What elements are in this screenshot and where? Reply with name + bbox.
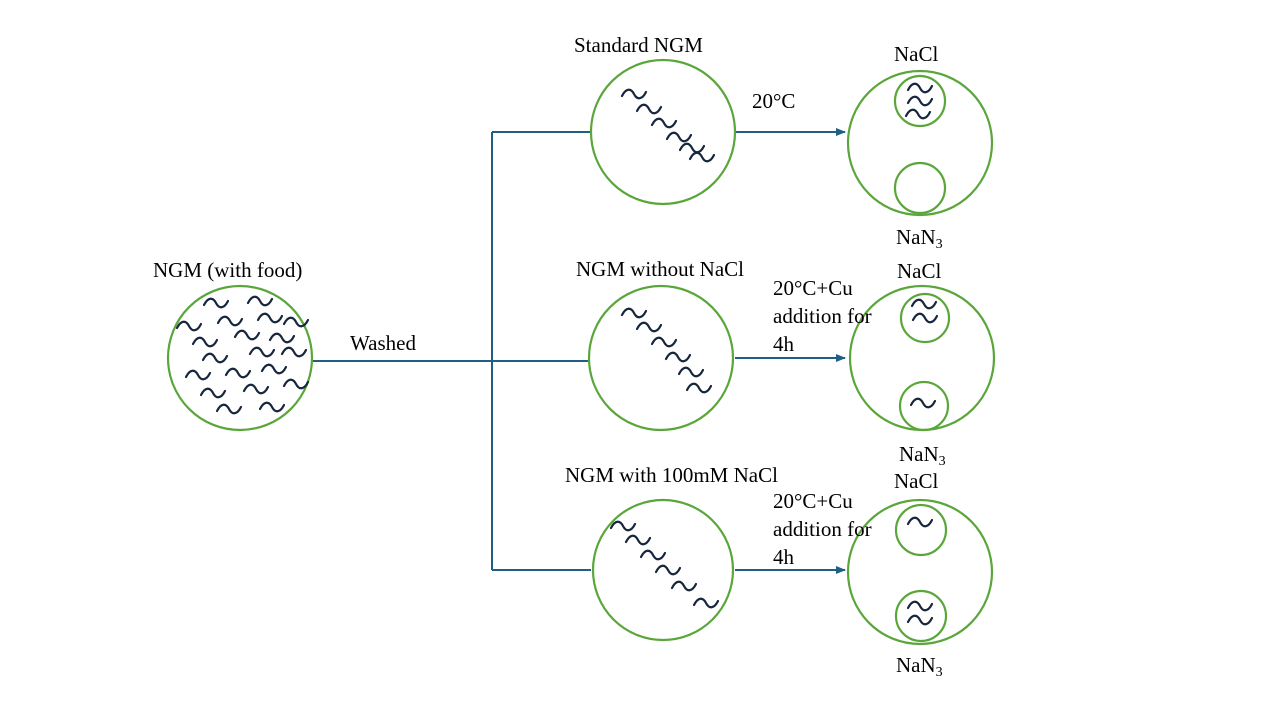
assay-plate-3-nacl-label: NaCl: [894, 469, 939, 493]
branch-plate-2-worms: [620, 307, 713, 394]
condition-label-3: 20°C+Cu addition for 4h: [773, 489, 872, 569]
assay-plate-1: [846, 69, 994, 217]
source-plate: [166, 284, 314, 432]
assay-plate-3-nan3-label: NaN3: [896, 651, 943, 680]
source-plate-worms: [175, 295, 310, 415]
connector-lines: [312, 128, 846, 574]
branch-plate-1-label: Standard NGM: [574, 33, 703, 57]
assay-plate-3: [846, 498, 994, 646]
assay-plate-1-nan3-spot: [893, 161, 947, 215]
branch-plate-2-label: NGM without NaCl: [576, 257, 744, 281]
nan3-base: NaN: [899, 442, 939, 466]
assay-plate-2-worms: [909, 298, 939, 409]
branch-plate-3-worms: [609, 520, 720, 609]
nan3-subscript: 3: [935, 665, 943, 680]
assay-plate-1-worms: [904, 82, 934, 120]
branch-plate-1: [589, 58, 737, 206]
nan3-base: NaN: [896, 225, 936, 249]
assay-plate-2-nan3-label: NaN3: [899, 440, 946, 469]
nan3-subscript: 3: [938, 454, 946, 469]
assay-plate-3-worms: [906, 516, 934, 626]
branch-plate-2: [587, 284, 735, 432]
assay-plate-1-nacl-spot: [893, 74, 947, 128]
washed-label: Washed: [350, 331, 416, 355]
condition-label-2: 20°C+Cu addition for 4h: [773, 276, 872, 356]
assay-plate-1-nan3-label: NaN3: [896, 223, 943, 252]
assay-plate-2-nan3-spot: [898, 380, 950, 432]
assay-plate-2-nacl-spot: [899, 292, 951, 344]
nan3-subscript: 3: [935, 237, 943, 252]
branch-plate-3: [591, 498, 735, 642]
nan3-base: NaN: [896, 653, 936, 677]
assay-plate-3-nan3-spot: [894, 589, 948, 643]
plates: [166, 58, 996, 646]
branch-plate-3-label: NGM with 100mM NaCl: [565, 463, 778, 487]
assay-plate-3-nacl-spot: [894, 503, 948, 557]
condition-label-1: 20°C: [752, 89, 796, 113]
assay-plate-2-nacl-label: NaCl: [897, 259, 942, 283]
assay-plate-1-nacl-label: NaCl: [894, 42, 939, 66]
branch-plate-1-worms: [620, 88, 716, 163]
source-plate-label: NGM (with food): [153, 258, 303, 282]
